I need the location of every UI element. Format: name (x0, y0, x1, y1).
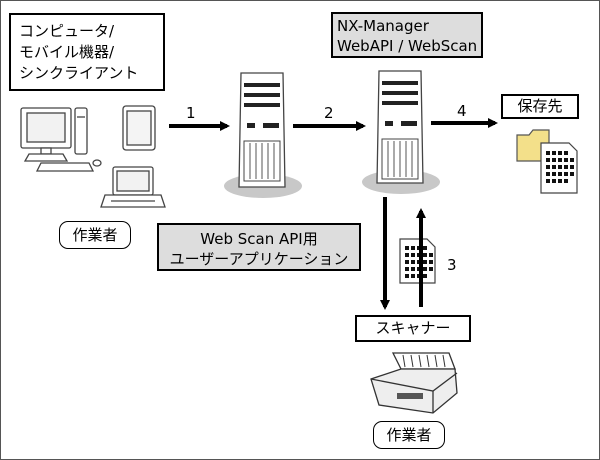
client-devices-box: コンピュータ/ モバイル機器/ シンクライアント (9, 13, 165, 91)
nx-manager-box: NX-Manager WebAPI / WebScan (331, 12, 483, 58)
server-icon (362, 70, 440, 194)
client-devices-line: コンピュータ/ (19, 22, 115, 40)
desktop-computer-icon (20, 107, 102, 172)
user-application-line: ユーザーアプリケーション (169, 250, 349, 268)
nx-manager-line: WebAPI / WebScan (337, 37, 478, 55)
user-application-line: Web Scan API用 (200, 230, 318, 248)
scanner-box: スキャナー (355, 315, 471, 342)
scanned-document-icon (540, 142, 578, 194)
server-icon (224, 72, 302, 198)
step-number-1: 1 (186, 104, 196, 122)
scanner-icon (370, 352, 458, 414)
laptop-icon (100, 166, 166, 208)
tablet-icon (122, 105, 156, 151)
scanned-document-icon (399, 238, 436, 284)
operator-label: 作業者 (373, 421, 445, 449)
client-devices-line: シンクライアント (19, 64, 139, 82)
destination-box: 保存先 (501, 94, 579, 119)
client-devices-line: モバイル機器/ (19, 43, 115, 61)
user-application-box: Web Scan API用 ユーザーアプリケーション (157, 223, 361, 271)
step-number-3: 3 (447, 256, 457, 274)
step-number-4: 4 (457, 102, 467, 120)
nx-manager-line: NX-Manager (337, 17, 429, 35)
step-number-2: 2 (324, 104, 334, 122)
operator-label: 作業者 (59, 221, 131, 249)
